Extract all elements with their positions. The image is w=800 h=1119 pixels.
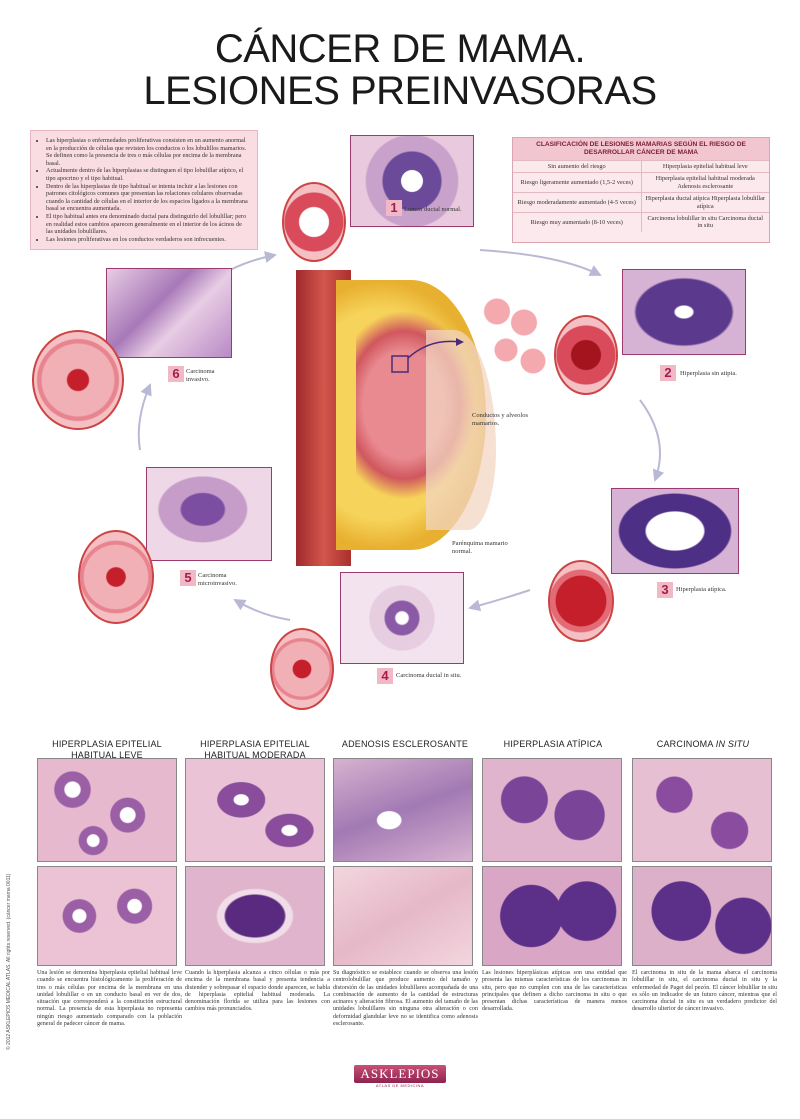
- stage-badge: 2: [660, 365, 676, 381]
- risk-cell: Riesgo ligeramente aumentado (1,5-2 vece…: [513, 172, 641, 193]
- stage-1-micrograph: [350, 135, 474, 227]
- stage-4-micrograph: [340, 572, 464, 664]
- lesion-cell: Hiperplasia ductal atípica Hiperplasia l…: [640, 192, 769, 213]
- risk-cell: Riesgo moderadamente aumentado (4-5 vece…: [513, 192, 641, 213]
- intro-bullet: Las lesiones proliferativas en los condu…: [46, 236, 249, 244]
- stage-caption: Carcinoma microinvasivo.: [198, 572, 237, 587]
- column-description: Las lesiones hiperplásicas atípicas son …: [482, 970, 627, 1013]
- column-heading: HIPERPLASIA EPITELIAL HABITUAL MODERADA: [200, 739, 310, 760]
- classification-header: CLASIFICACIÓN DE LESIONES MAMARIAS SEGÚN…: [513, 138, 769, 160]
- histology-image: [37, 758, 177, 862]
- asklepios-logo: ASKLEPIOS ATLAS DE MEDICINA: [350, 1065, 450, 1093]
- column-heading: HIPERPLASIA ATÍPICA: [503, 739, 603, 749]
- logo-tagline: ATLAS DE MEDICINA: [375, 1083, 425, 1088]
- stage-2-micrograph: [622, 269, 746, 355]
- stage-5-micrograph: [146, 467, 272, 561]
- stage-caption: Hiperplasia sin atipia.: [680, 370, 737, 377]
- intro-bullet: Actualmente dentro de las hiperplasias s…: [46, 167, 249, 182]
- column-description: Una lesión se denomina hiperplasia epite…: [37, 970, 182, 1028]
- stage-3-duct-illustration: [548, 560, 614, 642]
- magnify-arrow: [391, 338, 464, 373]
- breast-anatomy-illustration: [296, 270, 496, 566]
- histology-image: [482, 758, 622, 862]
- column-heading-italic: IN SITU: [715, 739, 750, 749]
- column-heading: CARCINOMA IN SITU: [628, 739, 778, 750]
- risk-cell: Riesgo muy aumentado (8-10 veces): [513, 212, 641, 232]
- stage-6-micrograph: [106, 268, 232, 358]
- column-heading: ADENOSIS ESCLEROSANTE: [341, 739, 469, 749]
- intro-bullet: El tipo habitual antes era denominado du…: [46, 213, 249, 236]
- risk-cell: Sin aumento del riesgo: [513, 159, 641, 173]
- table-row: Riesgo moderadamente aumentado (4-5 vece…: [513, 192, 769, 213]
- logo-name: ASKLEPIOS: [354, 1065, 446, 1083]
- histology-image: [185, 866, 325, 966]
- stage-caption: Hiperplasia atípica.: [676, 586, 727, 593]
- column-heading: HIPERPLASIA EPITELIAL HABITUAL LEVE: [52, 739, 162, 760]
- stage-4-duct-illustration: [270, 628, 334, 710]
- lesion-cell: Hiperplasia epitelial habitual moderada …: [640, 172, 769, 193]
- stage-badge: 5: [180, 570, 196, 586]
- stage-badge: 4: [377, 668, 393, 684]
- lesion-cell: Carcinoma lobulillar in situ Carcinoma d…: [640, 212, 769, 232]
- stage-6-duct-illustration: [32, 330, 124, 430]
- histology-image: [333, 758, 473, 862]
- title-line-2: LESIONES PREINVASORAS: [143, 69, 657, 113]
- alveoli-illustration: [470, 284, 560, 394]
- classification-table: CLASIFICACIÓN DE LESIONES MAMARIAS SEGÚN…: [512, 137, 770, 243]
- title-line-1: CÁNCER DE MAMA.: [214, 27, 586, 71]
- stage-3-micrograph: [611, 488, 739, 574]
- intro-bullet: Dentro de las hiperplasias de tipo habit…: [46, 183, 249, 213]
- page-title: CÁNCER DE MAMA. LESIONES PREINVASORAS: [0, 28, 800, 112]
- copyright-notice: © 2012 ASKLEPIOS MEDICAL ATLAS. All righ…: [6, 873, 12, 1050]
- histology-image: [37, 866, 177, 966]
- table-row: Riesgo muy aumentado (8-10 veces)Carcino…: [513, 212, 769, 232]
- stage-caption: Carcinoma ductal in situ.: [396, 672, 462, 679]
- stage-5-duct-illustration: [78, 530, 154, 624]
- stage-caption: Carcinoma invasivo.: [186, 368, 215, 383]
- stage-1-duct-illustration: [282, 182, 346, 262]
- stage-caption: Lumen ductal normal.: [404, 206, 462, 213]
- column-description: Su diagnóstico se establece cuando se ob…: [333, 970, 478, 1028]
- parenchyma-label: Parénquima mamario normal.: [452, 540, 508, 555]
- histology-image: [333, 866, 473, 966]
- stage-badge: 1: [386, 200, 402, 216]
- lesion-cell: Hiperplasia epitelial habitual leve: [640, 159, 769, 173]
- ducts-label: Conductos y alveolos mamarios.: [472, 412, 528, 427]
- table-row: Riesgo ligeramente aumentado (1,5-2 vece…: [513, 172, 769, 193]
- stage-2-duct-illustration: [554, 315, 618, 395]
- intro-bullet: Las hiperplasias o enfermedades prolifer…: [46, 137, 249, 167]
- column-description: Cuando la hiperplasia alcanza a cinco cé…: [185, 970, 330, 1013]
- column-heading-main: CARCINOMA: [656, 739, 716, 749]
- cycle-arrows: [137, 249, 665, 621]
- histology-image: [632, 758, 772, 862]
- intro-box: Las hiperplasias o enfermedades prolifer…: [30, 130, 258, 250]
- histology-image: [482, 866, 622, 966]
- stage-badge: 3: [657, 582, 673, 598]
- column-description: El carcinoma in situ de la mama abarca e…: [632, 970, 777, 1013]
- histology-image: [185, 758, 325, 862]
- stage-badge: 6: [168, 366, 184, 382]
- histology-image: [632, 866, 772, 966]
